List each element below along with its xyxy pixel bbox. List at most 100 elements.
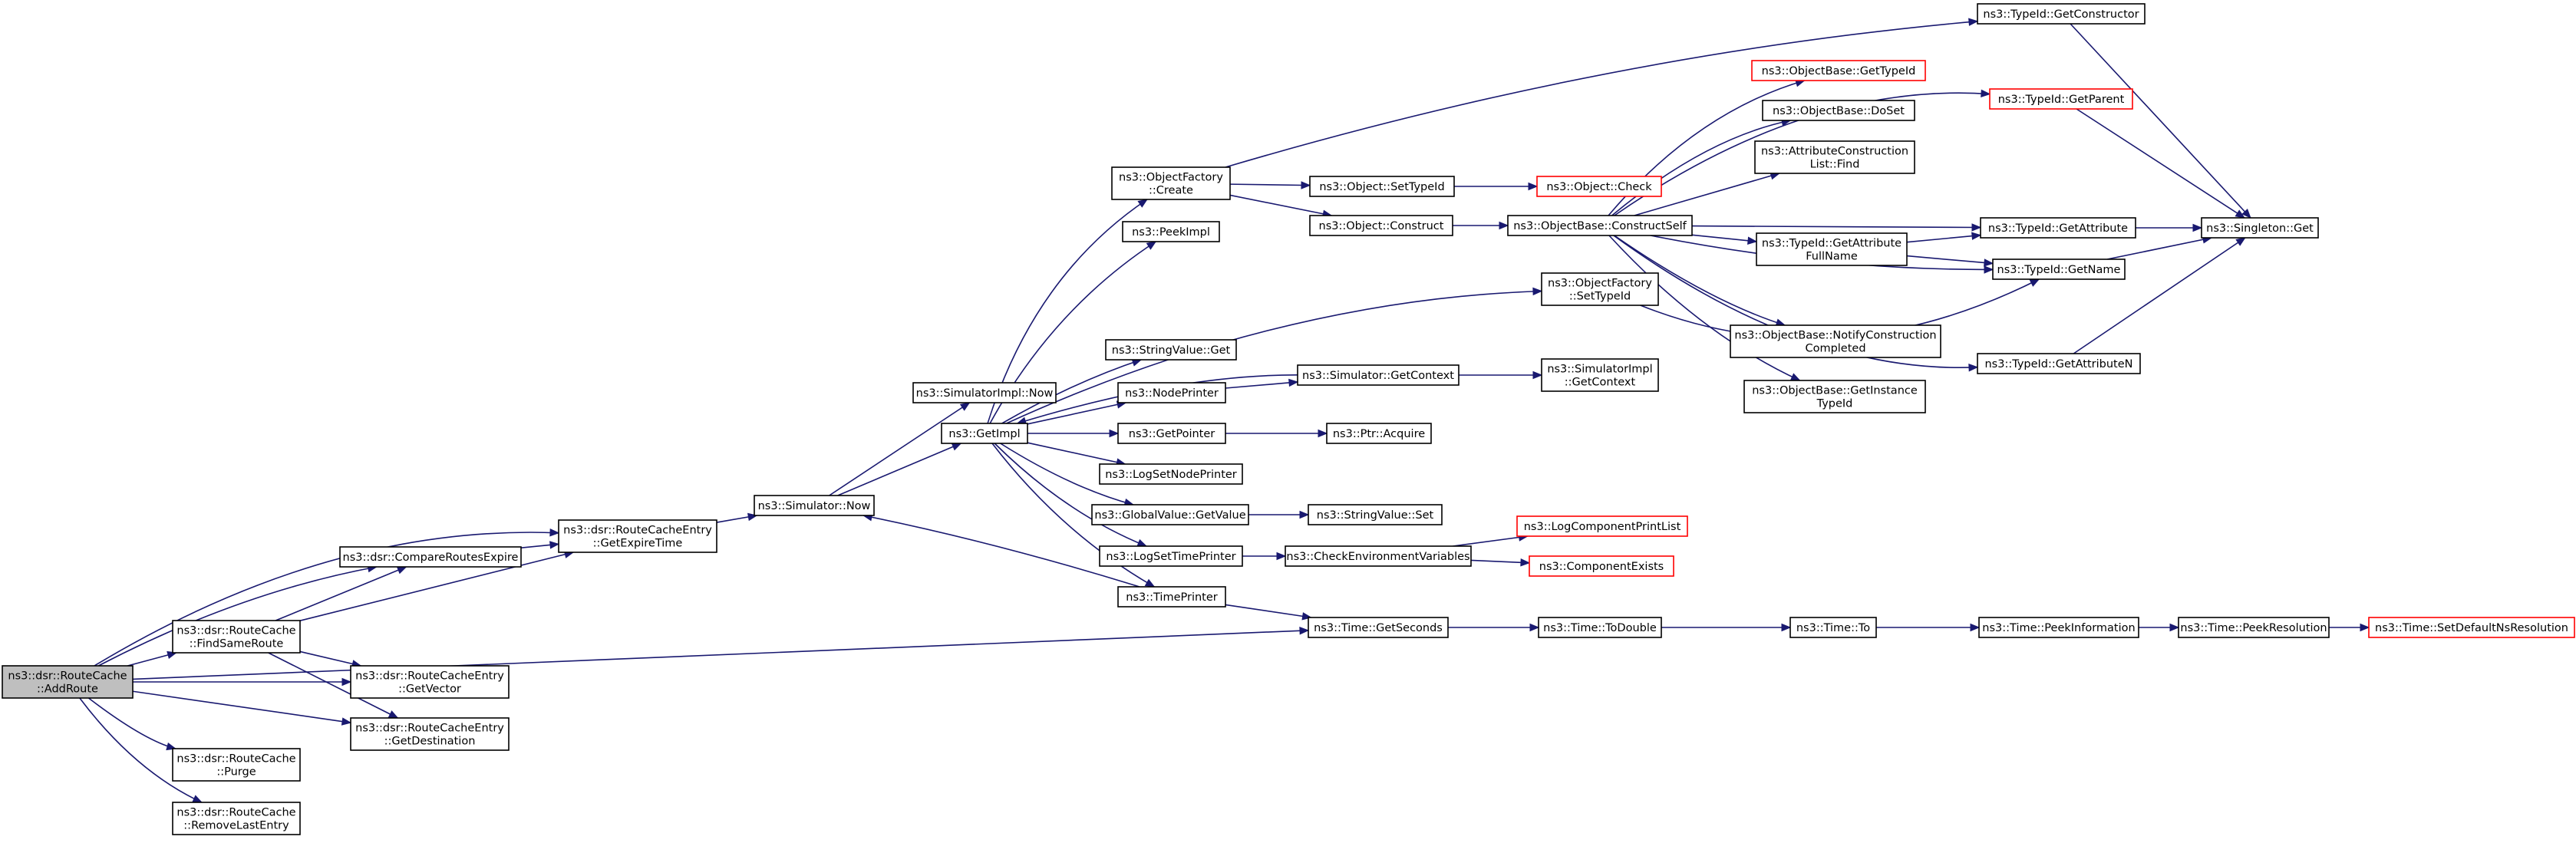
edge-getimpl-to-logsetnodeprinter	[1027, 442, 1126, 465]
arrowhead-getimpl-to-logsettimeprinter	[1136, 538, 1148, 547]
node-objconstruct[interactable]: ns3::Object::Construct	[1309, 215, 1453, 236]
edge-getimpl-to-stringvalueget	[1001, 359, 1142, 424]
node-objbasenotify[interactable]: ns3::ObjectBase::NotifyConstructionCompl…	[1730, 324, 1941, 358]
node-getpointer[interactable]: ns3::GetPointer	[1117, 423, 1226, 444]
edge-getimpl-to-nodeprinter	[1027, 402, 1126, 425]
node-box	[1308, 617, 1449, 638]
edge-timeprinter-to-timegetseconds	[1225, 604, 1311, 618]
node-getimpl[interactable]: ns3::GetImpl	[941, 423, 1028, 444]
node-logsettimeprinter[interactable]: ns3::LogSetTimePrinter	[1099, 545, 1243, 567]
node-label: ::RemoveLastEntry	[183, 820, 289, 832]
node-label: ns3::CheckEnvironmentVariables	[1286, 551, 1469, 563]
node-timegetseconds[interactable]: ns3::Time::GetSeconds	[1308, 617, 1449, 638]
node-objfactorycreate[interactable]: ns3::ObjectFactory::Create	[1111, 166, 1231, 200]
node-label: ns3::SimulatorImpl::Now	[916, 387, 1054, 400]
node-objbasedoset[interactable]: ns3::ObjectBase::DoSet	[1762, 100, 1915, 121]
node-box	[1105, 339, 1237, 361]
node-typeidgetparent[interactable]: ns3::TypeId::GetParent	[1989, 88, 2133, 110]
node-label: ns3::TypeId::GetAttributeN	[1984, 358, 2132, 370]
node-stringvalueget[interactable]: ns3::StringValue::Get	[1105, 339, 1237, 361]
node-componentexists[interactable]: ns3::ComponentExists	[1529, 555, 1674, 577]
node-label: ns3::GetImpl	[948, 428, 1020, 440]
node-logcompprintlist[interactable]: ns3::LogComponentPrintList	[1516, 515, 1688, 537]
node-timepeekinfo[interactable]: ns3::Time::PeekInformation	[1978, 617, 2139, 638]
nodes-layer: ns3::dsr::RouteCache::AddRoutens3::dsr::…	[2, 3, 2575, 835]
node-label: ns3::ObjectBase::GetInstance	[1752, 385, 1918, 397]
node-simimplnow[interactable]: ns3::SimulatorImpl::Now	[912, 382, 1057, 403]
node-ptracquire[interactable]: ns3::Ptr::Acquire	[1326, 423, 1432, 444]
node-label: ns3::dsr::RouteCacheEntry	[355, 723, 504, 735]
arrowhead-globalvalueget-to-stringvalueset	[1299, 510, 1310, 519]
arrowhead-simnow-to-getimpl	[951, 443, 962, 451]
node-purge[interactable]: ns3::dsr::RouteCache::Purge	[172, 748, 301, 782]
node-globalvalueget[interactable]: ns3::GlobalValue::GetValue	[1091, 504, 1249, 525]
node-simnow[interactable]: ns3::Simulator::Now	[754, 495, 875, 516]
node-box	[1122, 221, 1220, 242]
node-typeidgetattribute[interactable]: ns3::TypeId::GetAttribute	[1980, 217, 2136, 239]
node-objcheck[interactable]: ns3::Object::Check	[1536, 176, 1662, 197]
node-stringvalueset[interactable]: ns3::StringValue::Set	[1308, 504, 1443, 525]
node-findsameroute[interactable]: ns3::dsr::RouteCache::FindSameRoute	[172, 620, 301, 654]
node-label: ns3::StringValue::Get	[1112, 344, 1231, 357]
node-timepeekres[interactable]: ns3::Time::PeekResolution	[2178, 617, 2330, 638]
arrowhead-findsameroute-to-getdestination	[388, 710, 399, 719]
node-timesetdefaultns[interactable]: ns3::Time::SetDefaultNsResolution	[2368, 617, 2575, 638]
edge-getimpl-to-logsettimeprinter	[994, 443, 1147, 547]
node-label: ns3::ObjectBase::ConstructSelf	[1513, 220, 1687, 232]
node-label: ns3::LogSetNodePrinter	[1105, 469, 1237, 481]
node-box	[1117, 382, 1226, 403]
node-timeto[interactable]: ns3::Time::To	[1789, 617, 1877, 638]
node-box	[1989, 88, 2133, 110]
node-timeprinter[interactable]: ns3::TimePrinter	[1117, 586, 1226, 608]
node-getvector[interactable]: ns3::dsr::RouteCacheEntry::GetVector	[350, 665, 510, 699]
node-label: ns3::Object::SetTypeId	[1319, 181, 1444, 193]
node-nodeprinter[interactable]: ns3::NodePrinter	[1117, 382, 1226, 403]
node-typeidgetname[interactable]: ns3::TypeId::GetName	[1992, 258, 2126, 280]
node-objbasegettypeid[interactable]: ns3::ObjectBase::GetTypeId	[1751, 60, 1926, 81]
node-label: ns3::Simulator::GetContext	[1302, 370, 1454, 382]
node-getdestination[interactable]: ns3::dsr::RouteCacheEntry::GetDestinatio…	[350, 717, 510, 751]
node-typeidgetconstructor[interactable]: ns3::TypeId::GetConstructor	[1977, 3, 2146, 25]
node-timetodouble[interactable]: ns3::Time::ToDouble	[1538, 617, 1662, 638]
arrowhead-getimpl-to-objfactorycreate	[1137, 199, 1148, 208]
node-label: ns3::TypeId::GetConstructor	[1983, 8, 2139, 21]
node-box	[1099, 463, 1243, 485]
node-objsettypeid[interactable]: ns3::Object::SetTypeId	[1309, 176, 1455, 197]
node-removelastentry[interactable]: ns3::dsr::RouteCache::RemoveLastEntry	[172, 802, 301, 835]
edge-objfactorycreate-to-objconstruct	[1229, 194, 1332, 216]
node-label: ns3::SimulatorImpl	[1547, 364, 1652, 376]
node-objfactorysettypeid[interactable]: ns3::ObjectFactory::SetTypeId	[1541, 272, 1659, 306]
node-singletonget[interactable]: ns3::Singleton::Get	[2201, 217, 2319, 239]
node-peekimpl[interactable]: ns3::PeekImpl	[1122, 221, 1220, 242]
node-addroute[interactable]: ns3::dsr::RouteCache::AddRoute	[2, 665, 134, 699]
node-label: ns3::Time::PeekInformation	[1982, 622, 2135, 634]
node-simimplgetcontext[interactable]: ns3::SimulatorImpl::GetContext	[1541, 358, 1659, 392]
edges-layer	[79, 18, 2370, 803]
node-label: ns3::GlobalValue::GetValue	[1094, 509, 1245, 522]
node-label: ns3::Time::GetSeconds	[1314, 622, 1443, 634]
node-label: ::GetContext	[1565, 377, 1636, 389]
node-getexpiretime[interactable]: ns3::dsr::RouteCacheEntry::GetExpireTime	[558, 519, 717, 553]
edge-getimpl-to-timeprinter	[991, 443, 1155, 588]
node-label: ns3::Simulator::Now	[758, 500, 871, 512]
node-constructself[interactable]: ns3::ObjectBase::ConstructSelf	[1507, 215, 1693, 236]
node-compareroutesexpire[interactable]: ns3::dsr::CompareRoutesExpire	[339, 546, 522, 568]
node-checkenv[interactable]: ns3::CheckEnvironmentVariables	[1285, 545, 1472, 567]
node-label: ::Create	[1149, 185, 1193, 197]
node-simgetcontext[interactable]: ns3::Simulator::GetContext	[1297, 364, 1460, 386]
node-label: ns3::ObjectBase::DoSet	[1773, 105, 1905, 117]
arrowhead-constructself-to-typeidgetparent	[1981, 89, 1991, 98]
node-label: ::SetTypeId	[1569, 291, 1631, 303]
node-typeidgetattributen[interactable]: ns3::TypeId::GetAttributeN	[1977, 353, 2141, 374]
node-box	[1117, 586, 1226, 608]
node-label: ns3::TypeId::GetParent	[1998, 94, 2125, 106]
node-logsetnodeprinter[interactable]: ns3::LogSetNodePrinter	[1099, 463, 1243, 485]
node-box	[1117, 423, 1226, 444]
node-label: ns3::dsr::CompareRoutesExpire	[343, 552, 519, 564]
edge-findsameroute-to-getdestination	[268, 652, 398, 719]
node-label: ns3::Time::To	[1796, 622, 1870, 634]
node-label: FullName	[1806, 251, 1858, 263]
